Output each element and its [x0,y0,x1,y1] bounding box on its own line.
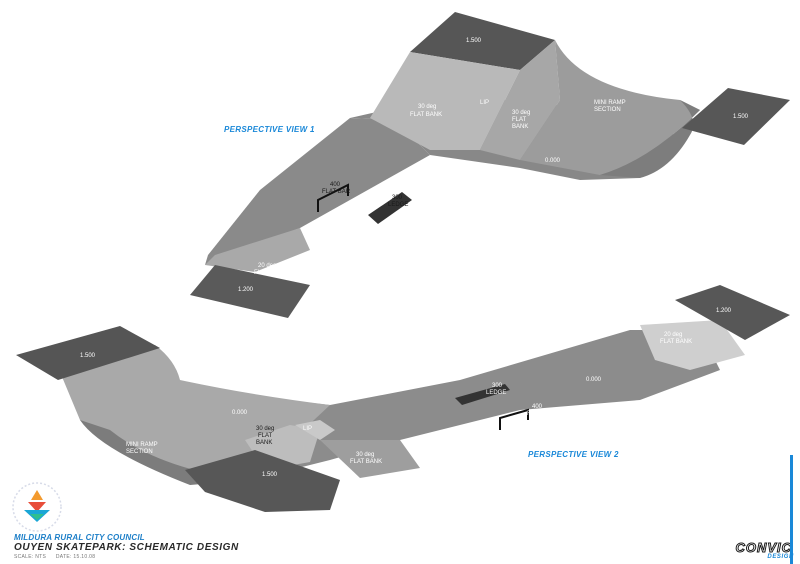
view2-flat-bar [499,408,529,430]
view1-label-ledge-2: LEDGE [388,202,408,208]
view2-label-mini-ramp-2: SECTION [126,449,153,455]
view1-label-bottom-bank-1: 20 deg [258,263,276,269]
drawing-meta: SCALE: NTS DATE: 15.10.08 [14,554,103,560]
view2-label-flatbar-2: FLAT BAR [527,411,556,417]
corner-stripe-decoration [790,455,793,564]
view2-label-bottom-platform: 1.500 [262,472,278,478]
view2-ledge [455,384,510,405]
view2-label-bank-flat-2: FLAT BANK [350,459,382,465]
view1-label-bank-right-2: FLAT [512,117,527,123]
view1-label-top-platform: 1.500 [466,38,482,44]
view2-label-bank-1: 30 deg [256,426,274,432]
view1-label-mini-ramp-2: SECTION [594,107,621,113]
view1-ledge [368,192,412,224]
view1-label-mini-ramp-1: MINI RAMP [594,100,626,106]
view2-right-platform [675,285,790,340]
view1-right-platform [682,88,790,145]
scale-text: SCALE: NTS [14,554,47,560]
view2-label-right-platform: 1.200 [716,308,732,314]
view1-label-floor: 0.000 [545,158,561,164]
view1-mini-ramp [600,100,700,178]
view1-floor-arm [205,118,430,265]
view2-label-flatbar-1: 400 [532,404,543,410]
view1-label-flatbar-2: FLAT BAR [322,189,351,195]
view1-label-floor-2: 0.000 [312,232,328,238]
view1-label-bank-right-1: 30 deg [512,110,530,116]
project-title: OUYEN SKATEPARK: SCHEMATIC DESIGN [14,542,239,553]
view1-title: PERSPECTIVE VIEW 1 [224,125,315,134]
view2-label-bank-3: BANK [256,440,272,446]
council-name: MILDURA RURAL CITY COUNCIL [14,533,145,542]
view2-bottom-platform [185,450,340,512]
view1-left-bank [370,52,520,150]
convic-logo: CONVIC DESIGN [690,540,800,564]
title-block: MILDURA RURAL CITY COUNCIL OUYEN SKATEPA… [6,480,426,560]
view1-label-bottom-platform: 1.200 [238,287,254,293]
perspective-view-1-drawing: 1.500 LIP 30 deg FLAT BANK 30 deg FLAT B… [190,12,790,318]
view2-label-right-bank-2: FLAT BANK [660,339,692,345]
view2-title: PERSPECTIVE VIEW 2 [528,450,619,459]
view2-label-floor-left: 0.000 [232,410,248,416]
view1-top-platform [410,12,555,70]
view1-label-bank-left-1: 30 deg [418,104,436,110]
view2-label-ledge-1: 300 [492,383,503,389]
brand-name: CONVIC [735,540,792,556]
view1-label-bank-left-2: FLAT BANK [410,112,442,118]
view2-bank-flat [320,440,420,478]
view1-bottom-platform [190,265,310,318]
view2-label-right-bank-1: 20 deg [664,332,682,338]
view1-label-bottom-bank-2: FLAT BANK [254,270,286,276]
view1-label-bank-right-3: BANK [512,124,528,130]
council-logo-icon [12,482,62,532]
view2-label-floor-right: 0.000 [586,377,602,383]
view2-label-bank-flat-1: 30 deg [356,452,374,458]
brand-sub: DESIGN [767,554,794,560]
view2-label-bank-2: FLAT [258,433,273,439]
view1-label-right-platform: 1.500 [733,114,749,120]
view2-label-ledge-2: LEDGE [486,390,506,396]
view1-label-flatbar-1: 400 [330,182,341,188]
view2-label-left-platform: 1.500 [80,353,96,359]
view1-label-ledge-1: 300 [392,195,403,201]
view2-label-lip: LIP [303,426,312,432]
view2-bank-lip [295,420,335,440]
view1-label-lip: LIP [480,100,489,106]
date-text: DATE: 15.10.08 [55,554,96,560]
view2-right-bank [640,320,745,370]
view2-label-mini-ramp-1: MINI RAMP [126,442,158,448]
view2-left-platform [16,326,160,380]
view1-bowl [520,40,700,175]
view1-flat-bar [317,183,349,212]
view1-bottom-bank [205,228,310,272]
